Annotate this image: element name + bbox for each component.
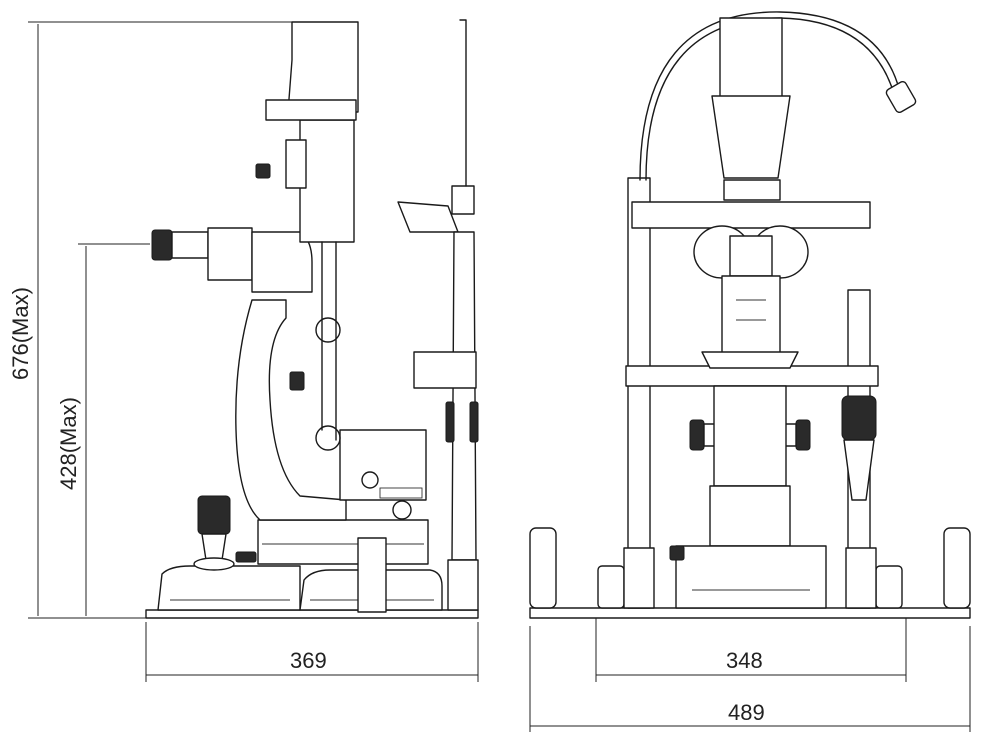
eyepiece-height-label: 428(Max): [56, 397, 81, 490]
dimension-lines: [28, 21, 971, 732]
side-view: [145, 19, 479, 619]
front-view: [529, 11, 971, 619]
base-total-width-label: 489: [728, 700, 765, 725]
total-height-label: 676(Max): [8, 287, 33, 380]
side-depth-label: 369: [290, 648, 327, 673]
base-inner-width-label: 348: [726, 648, 763, 673]
